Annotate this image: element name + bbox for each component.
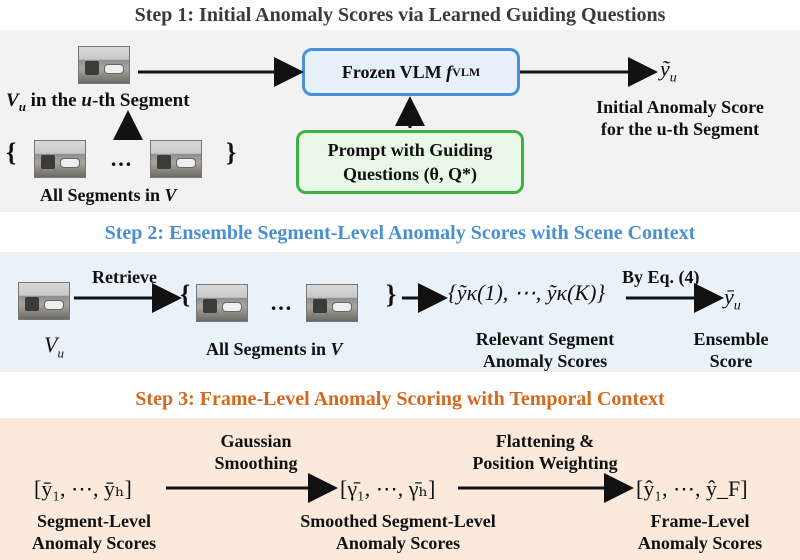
step2-title: Step 2: Ensemble Segment-Level Anomaly S… <box>104 222 696 244</box>
right-brace-step2: } <box>386 280 397 309</box>
frame-level-label-line1: Frame-Level <box>650 511 750 531</box>
gaussian-label-line2: Smoothing <box>214 453 298 473</box>
relevant-scores-label-line1: Relevant Segment <box>475 329 615 349</box>
step3-panel <box>0 418 800 560</box>
retrieve-label: Retrieve <box>92 267 157 287</box>
segment-thumbnail-7 <box>306 284 358 322</box>
relevant-scores-set: {ỹκ(1), ⋯, ỹκ(K)} <box>448 280 606 305</box>
relevant-scores-label-line2: Anomaly Scores <box>482 351 608 371</box>
segment-level-label-line2: Anomaly Scores <box>31 533 157 553</box>
smoothed-label-line2: Anomaly Scores <box>335 533 461 553</box>
all-segments-label: All Segments in V <box>40 185 177 205</box>
vu-label-step2: Vu <box>44 332 64 361</box>
initial-score-symbol: ỹu <box>660 56 677 86</box>
vu-thumbnail-step2 <box>18 282 70 320</box>
by-eq-label: By Eq. (4) <box>622 267 700 287</box>
step2-panel <box>0 252 800 372</box>
ensemble-score-symbol: ȳu <box>724 284 741 314</box>
left-brace-step2: { <box>180 280 191 309</box>
segment-level-vector: [ȳ₁, ⋯, ȳₕ] <box>34 476 132 501</box>
initial-score-label-line1: Initial Anomaly Score <box>596 97 764 117</box>
segment-level-label-line1: Segment-Level <box>37 511 151 531</box>
ellipsis: … <box>110 146 132 171</box>
ellipsis-step2: … <box>270 290 292 315</box>
smoothed-label-line1: Smoothed Segment-Level <box>300 511 496 531</box>
frame-level-vector: [ŷ₁, ⋯, ŷ_F] <box>636 476 748 501</box>
vu-segment-label: Vu in the u-th Segment <box>6 90 190 114</box>
segment-thumbnail-vu <box>78 46 130 84</box>
segment-thumbnail-5 <box>196 284 248 322</box>
smoothed-vector: [γ̄₁, ⋯, γ̄ₕ] <box>340 476 436 501</box>
ensemble-label-line1: Ensemble <box>693 329 769 349</box>
flattening-label-line1: Flattening & <box>495 431 595 451</box>
all-segments-label-step2: All Segments in V <box>206 339 343 359</box>
left-brace: { <box>6 138 17 167</box>
frame-level-label-line2: Anomaly Scores <box>637 533 763 553</box>
step3-title: Step 3: Frame-Level Anomaly Scoring with… <box>135 388 665 410</box>
step1-title: Step 1: Initial Anomaly Scores via Learn… <box>134 4 666 26</box>
gaussian-label-line1: Gaussian <box>220 431 292 451</box>
ensemble-label-line2: Score <box>709 351 753 371</box>
initial-score-label-line2: for the u-th Segment <box>600 119 760 139</box>
flattening-label-line2: Position Weighting <box>472 453 618 473</box>
guiding-prompt-box: Prompt with Guiding Questions (θ, Q*) <box>296 130 524 194</box>
right-brace: } <box>226 138 237 167</box>
segment-thumbnail-1 <box>34 140 86 178</box>
segment-thumbnail-3 <box>150 140 202 178</box>
